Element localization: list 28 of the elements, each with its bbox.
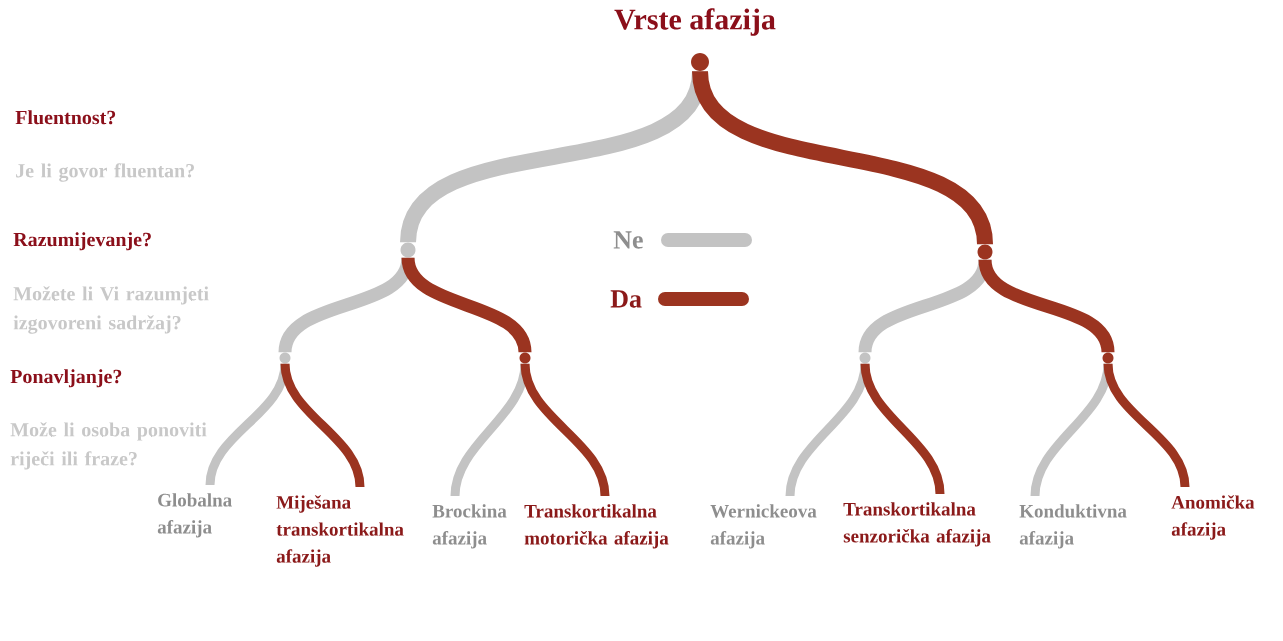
leaf-label: Wernickeova afazija (710, 504, 817, 549)
branch-point (1102, 352, 1114, 364)
branch-point (400, 242, 416, 258)
tree-branch (978, 258, 1115, 354)
branch-point (519, 352, 531, 364)
branch-point (977, 244, 993, 260)
tree-branch (280, 363, 365, 488)
leaf-label: Konduktivna afazija (1019, 504, 1127, 549)
legend-label: Da (610, 290, 642, 308)
title: Vrste afazija (614, 8, 776, 36)
tree-branch (860, 363, 945, 495)
tree-branch (520, 363, 610, 497)
leaf-label: Brockina afazija (432, 504, 507, 549)
legend-label: Ne (613, 231, 643, 249)
branch-point (691, 53, 709, 71)
question-heading: Ponavljanje? (10, 369, 122, 388)
tree-branch (692, 69, 993, 246)
question-heading: Fluentnost? (15, 110, 116, 125)
branch-point (279, 352, 291, 364)
leaf-label: Miješana transkortikalna afazija (276, 495, 404, 567)
leaf-label: Globalna afazija (157, 493, 232, 538)
leaf-label: Transkortikalna motorička afazija (524, 504, 669, 549)
tree-branch (401, 256, 532, 354)
branch-point (859, 352, 871, 364)
question-heading: Razumijevanje? (13, 232, 151, 251)
tree-branch (1103, 363, 1190, 488)
leaf-label: Transkortikalna senzorička afazija (843, 502, 991, 547)
leaf-label: Anomička afazija (1171, 495, 1255, 540)
